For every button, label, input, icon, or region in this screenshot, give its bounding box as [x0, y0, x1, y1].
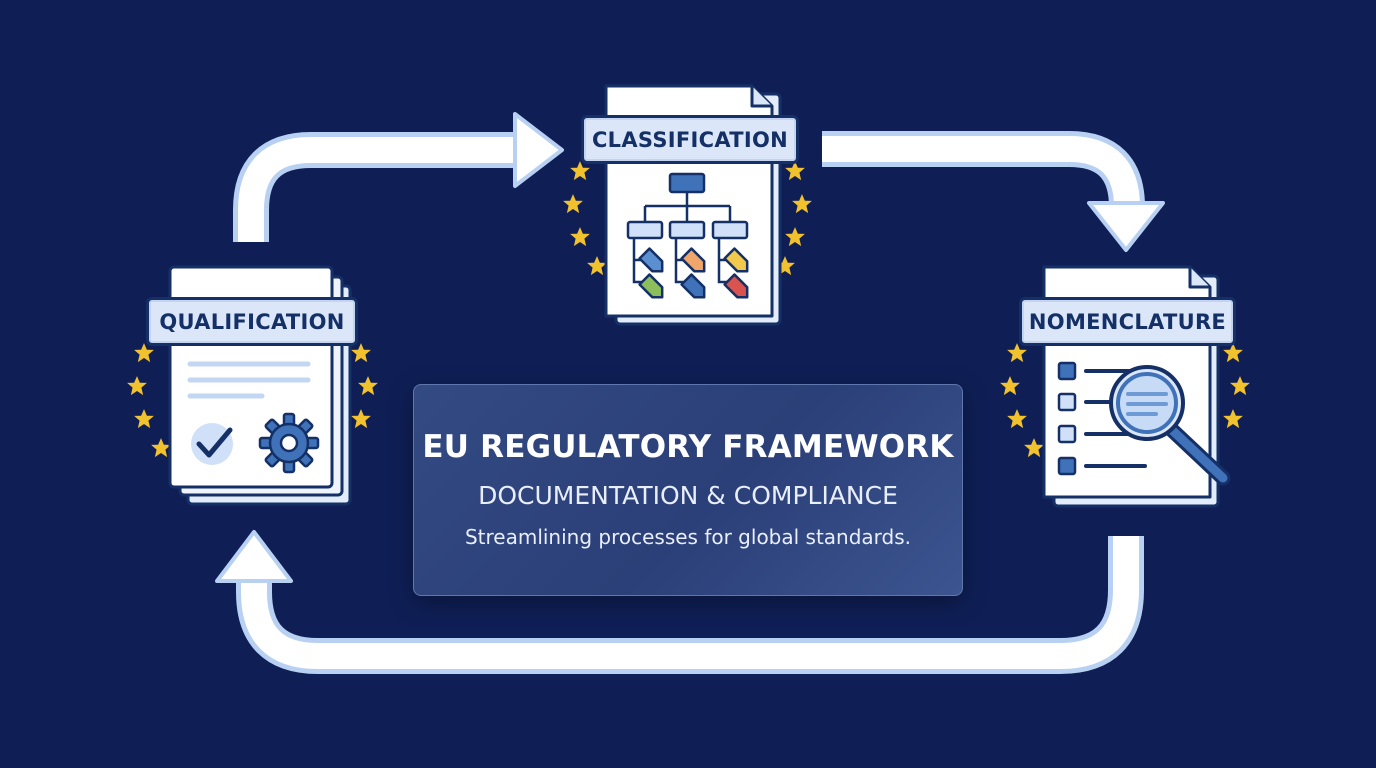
- gear-icon: [258, 412, 320, 474]
- framework-subtitle: DOCUMENTATION & COMPLIANCE: [478, 481, 898, 510]
- arrow-nomenclature-to-qualification: [215, 530, 1144, 674]
- classification-label: CLASSIFICATION: [581, 115, 799, 164]
- qualification-label-text: QUALIFICATION: [159, 309, 345, 334]
- tag-icon: [638, 247, 749, 299]
- arrow-qualification-to-classification: [233, 112, 564, 242]
- framework-description: Streamlining processes for global standa…: [464, 525, 912, 549]
- magnifier-icon: [1109, 365, 1231, 486]
- checklist-icon: [1057, 361, 1152, 476]
- qualification-label: QUALIFICATION: [146, 297, 358, 346]
- nomenclature-label: NOMENCLATURE: [1019, 297, 1236, 346]
- framework-title: EU REGULATORY FRAMEWORK: [422, 429, 954, 465]
- checkmark-icon: [191, 423, 233, 465]
- cycle-arrows: [215, 112, 1165, 674]
- arrow-classification-to-nomenclature: [822, 131, 1165, 252]
- classification-label-text: CLASSIFICATION: [591, 127, 789, 152]
- framework-info-panel: EU REGULATORY FRAMEWORK DOCUMENTATION & …: [413, 384, 963, 596]
- nomenclature-label-text: NOMENCLATURE: [1028, 309, 1227, 334]
